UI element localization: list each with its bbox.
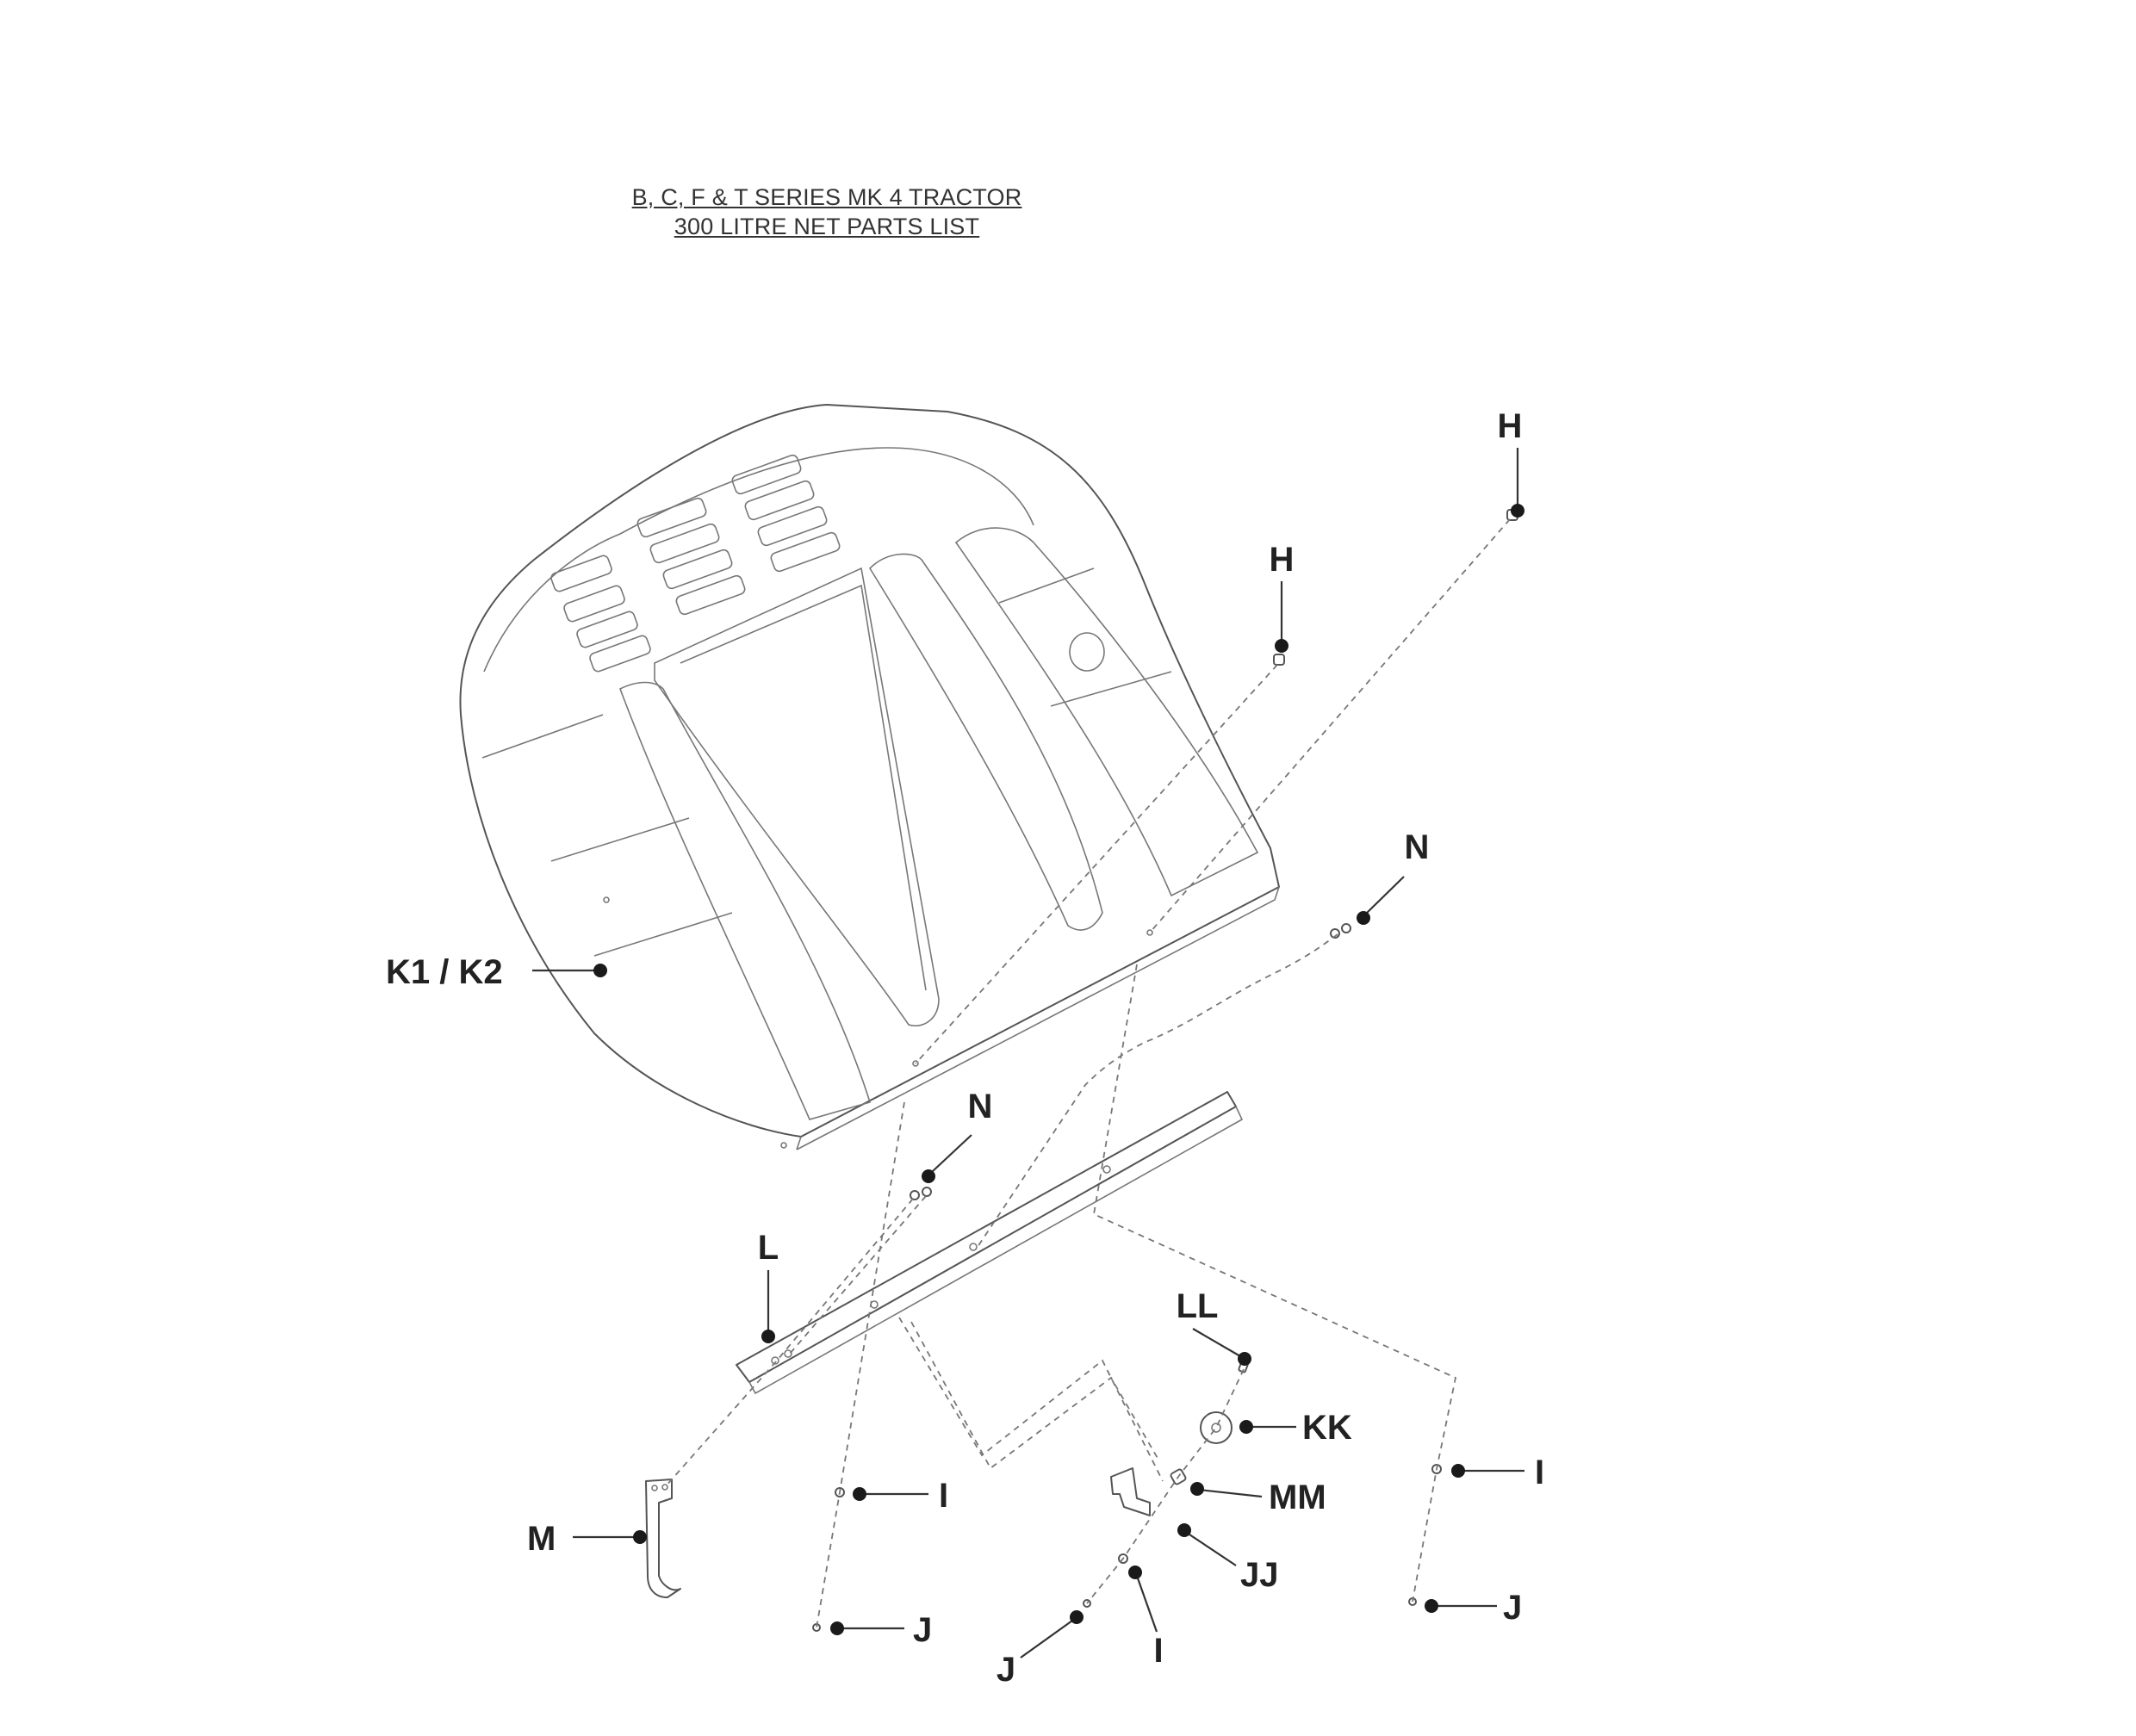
callout-h-mid: H (1270, 541, 1295, 653)
svg-text:H: H (1270, 541, 1295, 579)
callout-m: M (527, 1520, 647, 1558)
assembly-lines (664, 518, 1511, 1628)
svg-text:I: I (939, 1477, 948, 1515)
callout-n-right: N (1357, 828, 1429, 925)
callout-k1-k2: K1 / K2 (386, 953, 607, 991)
callouts: H H N K1 / K2 N L (386, 407, 1544, 1689)
callout-j-left: J (830, 1611, 932, 1649)
svg-text:K1 / K2: K1 / K2 (386, 953, 503, 991)
svg-text:M: M (527, 1520, 556, 1558)
callout-h-top: H (1498, 407, 1524, 518)
nut-n-left-a (910, 1190, 920, 1200)
bolt-h-mid (1273, 654, 1285, 666)
svg-text:H: H (1498, 407, 1523, 445)
svg-text:KK: KK (1302, 1409, 1352, 1447)
vent-louvres (550, 454, 841, 673)
svg-text:JJ: JJ (1240, 1556, 1279, 1594)
callout-i-bottom: I (1128, 1566, 1164, 1670)
drawing-title: B, C, F & T SERIES MK 4 TRACTOR 300 LITR… (551, 183, 1102, 241)
svg-text:L: L (758, 1229, 779, 1267)
svg-text:I: I (1535, 1454, 1544, 1491)
svg-text:MM: MM (1269, 1479, 1326, 1516)
svg-text:J: J (913, 1611, 932, 1649)
washer-kk (1200, 1411, 1233, 1444)
callout-n-left: N (922, 1088, 992, 1183)
callout-mm: MM (1190, 1479, 1326, 1516)
callout-j-right: J (1425, 1589, 1522, 1627)
callout-j-bottom: J (997, 1610, 1084, 1689)
nut-n-left-b (922, 1187, 932, 1197)
title-line-2: 300 LITRE NET PARTS LIST (674, 214, 980, 239)
callout-jj: JJ (1177, 1523, 1279, 1594)
callout-kk: KK (1239, 1409, 1352, 1447)
nut-n-right-a (1330, 928, 1340, 939)
callout-ll: LL (1177, 1287, 1251, 1366)
support-bar (736, 1091, 1244, 1395)
svg-text:J: J (1503, 1589, 1522, 1627)
svg-text:I: I (1153, 1632, 1163, 1670)
title-line-1: B, C, F & T SERIES MK 4 TRACTOR (631, 184, 1022, 210)
net-hopper-body (459, 404, 1280, 1150)
small-bracket (1110, 1467, 1151, 1516)
svg-text:N: N (1405, 828, 1430, 866)
callout-i-left: I (853, 1477, 948, 1515)
nut-n-right-b (1341, 923, 1351, 933)
mounting-bracket (645, 1479, 681, 1598)
svg-text:LL: LL (1177, 1287, 1219, 1325)
callout-l: L (758, 1229, 779, 1343)
svg-text:J: J (997, 1651, 1015, 1689)
svg-text:N: N (968, 1088, 993, 1125)
callout-i-right: I (1451, 1454, 1544, 1491)
